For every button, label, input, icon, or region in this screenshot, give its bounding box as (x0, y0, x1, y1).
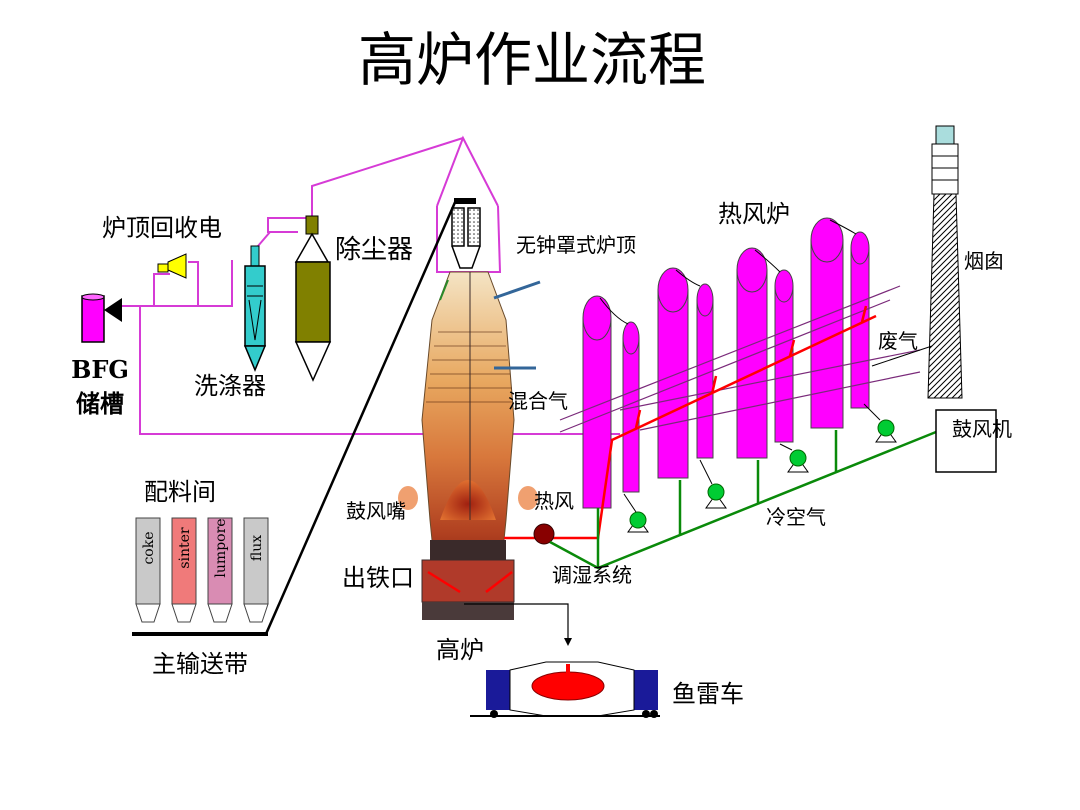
bin-lumpore: lumpore (207, 517, 233, 623)
page-title: 高炉作业流程 (358, 26, 706, 94)
batching-room-label: 配料间 (144, 478, 216, 506)
bfg-storage-tank (81, 293, 122, 343)
bin-hopper (171, 603, 197, 623)
tap-flow-line (464, 603, 569, 640)
bin-flux: flux (243, 517, 269, 623)
waste-gas-line (871, 345, 933, 367)
taphole-label: 出铁口 (342, 564, 414, 592)
hot-stoves (582, 217, 870, 509)
bin-hopper (243, 603, 269, 623)
taphole-line-left (427, 570, 461, 594)
tuyere-label: 鼓风嘴 (346, 499, 406, 523)
bin-hopper (135, 603, 161, 623)
mixed-gas-lines (559, 285, 921, 433)
stove-burners (623, 403, 897, 533)
torpedo-car-label: 鱼雷车 (672, 680, 744, 708)
scrubber-label: 洗涤器 (194, 372, 266, 400)
bin-sinter: sinter (171, 517, 197, 623)
mixed-gas-label: 混合气 (508, 389, 568, 413)
taphole-line-right (485, 571, 513, 593)
cold-air-pipe (549, 430, 937, 570)
tuyere-left (398, 486, 418, 510)
torpedo-car (470, 661, 660, 718)
bin-hopper (207, 603, 233, 623)
blast-furnace-label: 高炉 (436, 636, 484, 664)
cold-air-label: 冷空气 (766, 505, 826, 529)
top-recovery-turbine (157, 253, 187, 279)
main-conveyor-incline (264, 199, 458, 635)
blower-label: 鼓风机 (952, 417, 1012, 441)
tuyere-right (518, 486, 538, 510)
bin-label: coke (141, 531, 157, 564)
waste-gas-label: 废气 (878, 329, 918, 353)
bin-body (171, 517, 197, 605)
chimney-label: 烟囱 (964, 249, 1004, 273)
tap-flow-arrowhead (564, 638, 572, 646)
hot-blast-valve (533, 523, 555, 545)
dust-catcher-label: 除尘器 (335, 235, 413, 265)
bin-coke: coke (135, 517, 161, 623)
bin-label: sinter (177, 527, 193, 569)
bin-body (243, 517, 269, 605)
humidity-system-label: 调湿系统 (552, 563, 632, 587)
bin-label: lumpore (213, 518, 229, 577)
bin-label: flux (249, 535, 265, 561)
hot-stove-label: 热风炉 (718, 200, 790, 228)
scrubber (243, 245, 267, 372)
bfg-label: BFG (71, 355, 129, 384)
hot-blast-label: 热风 (534, 489, 574, 513)
blast-furnace (421, 271, 541, 620)
bell-less-top-label: 无钟罩式炉顶 (516, 233, 636, 257)
conveyor-label: 主输送带 (152, 650, 248, 678)
dust-catcher (294, 215, 332, 382)
batching-bins: coke sinter lumpore flux (135, 517, 269, 623)
top-recovery-label: 炉顶回收电 (102, 214, 222, 242)
bell-less-top (451, 198, 481, 269)
chimney (927, 125, 963, 399)
bfg-storage-label: 储槽 (76, 389, 124, 418)
blower (935, 409, 997, 473)
